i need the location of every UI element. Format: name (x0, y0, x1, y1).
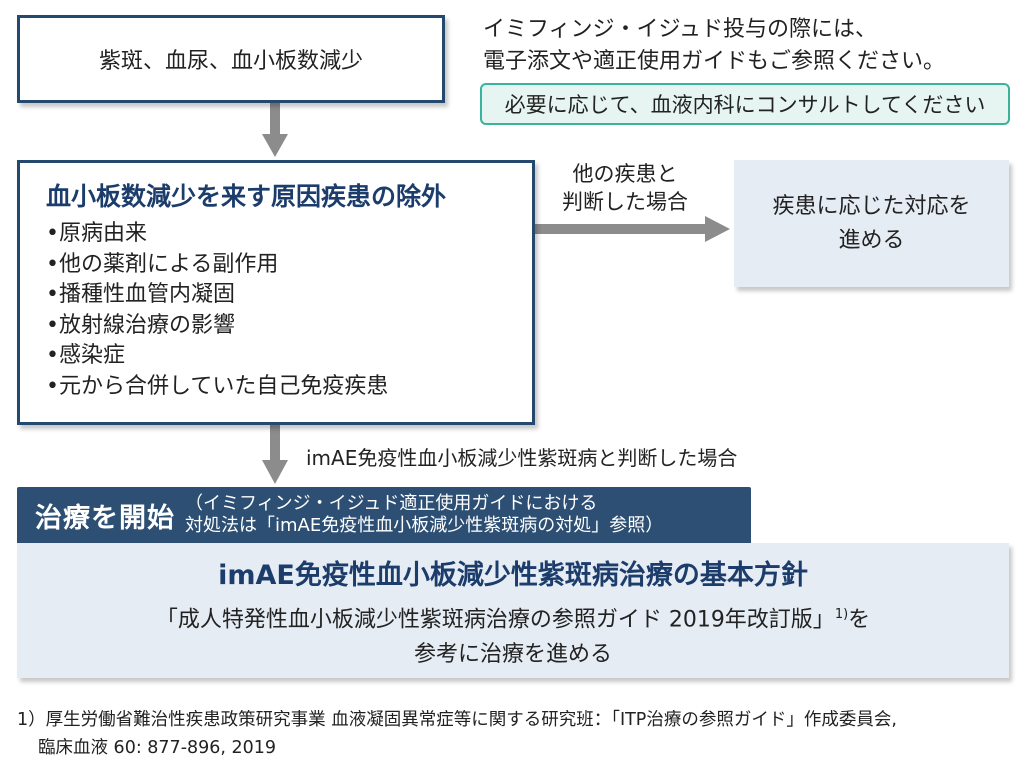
exclusion-item: •他の薬剤による副作用 (46, 251, 279, 277)
arrow-down-1-head (262, 134, 288, 157)
footnote-line-2: 臨床血液 60: 877-896, 2019 (38, 738, 277, 758)
arrow-down-2-head (262, 460, 288, 484)
exclusion-box: 血小板数減少を来す原因疾患の除外 •原病由来 •他の薬剤による副作用 •播種性血… (17, 160, 535, 425)
other-disease-branch-line-1: 他の疾患と (572, 162, 678, 186)
treatment-policy-reference-mark: 1) (834, 607, 849, 623)
other-disease-branch-line-2: 判断した場合 (562, 190, 688, 214)
other-disease-branch-label: 他の疾患と 判断した場合 (545, 160, 705, 216)
reference-note-line-1: イミフィンジ・イジュド投与の際には、 (483, 17, 878, 42)
start-treatment-note: （イミフィンジ・イジュド適正使用ガイドにおける 対処法は「imAE免疫性血小板減… (185, 493, 663, 537)
treatment-policy-body: 「成人特発性血小板減少性紫斑病治療の参照ガイド 2019年改訂版」1)を 参考に… (156, 598, 870, 671)
exclusion-list: •原病由来 •他の薬剤による副作用 •播種性血管内凝固 •放射線治療の影響 •感… (46, 219, 532, 402)
start-treatment-bar: 治療を開始 （イミフィンジ・イジュド適正使用ガイドにおける 対処法は「imAE免… (17, 487, 751, 543)
start-treatment-note-line-2: 対処法は「imAE免疫性血小板減少性紫斑病の対処」参照） (185, 515, 664, 536)
imae-branch-label: imAE免疫性血小板減少性紫斑病と判断した場合 (306, 446, 738, 470)
treatment-policy-line-2: 参考に治療を進める (413, 641, 612, 667)
exclusion-item: •放射線治療の影響 (46, 312, 235, 338)
treatment-policy-guide-name: 「成人特発性血小板減少性紫斑病治療の参照ガイド 2019年改訂版」 (155, 607, 835, 633)
reference-note: イミフィンジ・イジュド投与の際には、 電子添文や適正使用ガイドもご参照ください。 (483, 14, 1013, 78)
disease-response-line-1: 疾患に応じた対応を (772, 193, 971, 219)
consult-box: 必要に応じて、血液内科にコンサルトしてください (480, 83, 1010, 125)
disease-response-line-2: 進める (838, 227, 905, 253)
symptom-box: 紫斑、血尿、血小板数減少 (17, 15, 445, 103)
disease-response-box: 疾患に応じた対応を 進める (734, 160, 1009, 287)
arrow-right-shaft (535, 224, 707, 234)
exclusion-item: •元から合併していた自己免疫疾患 (46, 373, 389, 399)
start-treatment-title: 治療を開始 (35, 502, 175, 534)
arrow-down-1-shaft (270, 103, 280, 137)
reference-note-line-2: 電子添文や適正使用ガイドもご参照ください。 (483, 49, 946, 74)
footnote-line-1: 1）厚生労働省難治性疾患政策研究事業 血液凝固異常症等に関する研究班：「ITP治… (17, 710, 897, 730)
exclusion-title: 血小板数減少を来す原因疾患の除外 (46, 182, 447, 211)
arrow-down-2-shaft (270, 425, 280, 463)
consult-text: 必要に応じて、血液内科にコンサルトしてください (504, 93, 986, 117)
treatment-policy-title: imAE免疫性血小板減少性紫斑病治療の基本方針 (218, 560, 808, 592)
treatment-policy-line-1-tail: を (848, 607, 871, 633)
exclusion-item: •感染症 (46, 343, 125, 368)
symptom-text: 紫斑、血尿、血小板数減少 (98, 49, 363, 74)
arrow-right-head (705, 216, 730, 242)
exclusion-item: •播種性血管内凝固 (46, 282, 235, 307)
start-treatment-note-line-1: （イミフィンジ・イジュド適正使用ガイドにおける (185, 493, 598, 514)
treatment-policy-box: imAE免疫性血小板減少性紫斑病治療の基本方針 「成人特発性血小板減少性紫斑病治… (17, 543, 1009, 678)
exclusion-item: •原病由来 (46, 221, 147, 246)
treatment-policy-line-1: 「成人特発性血小板減少性紫斑病治療の参照ガイド 2019年改訂版」1)を (156, 598, 870, 637)
footnote: 1）厚生労働省難治性疾患政策研究事業 血液凝固異常症等に関する研究班：「ITP治… (17, 706, 1017, 762)
